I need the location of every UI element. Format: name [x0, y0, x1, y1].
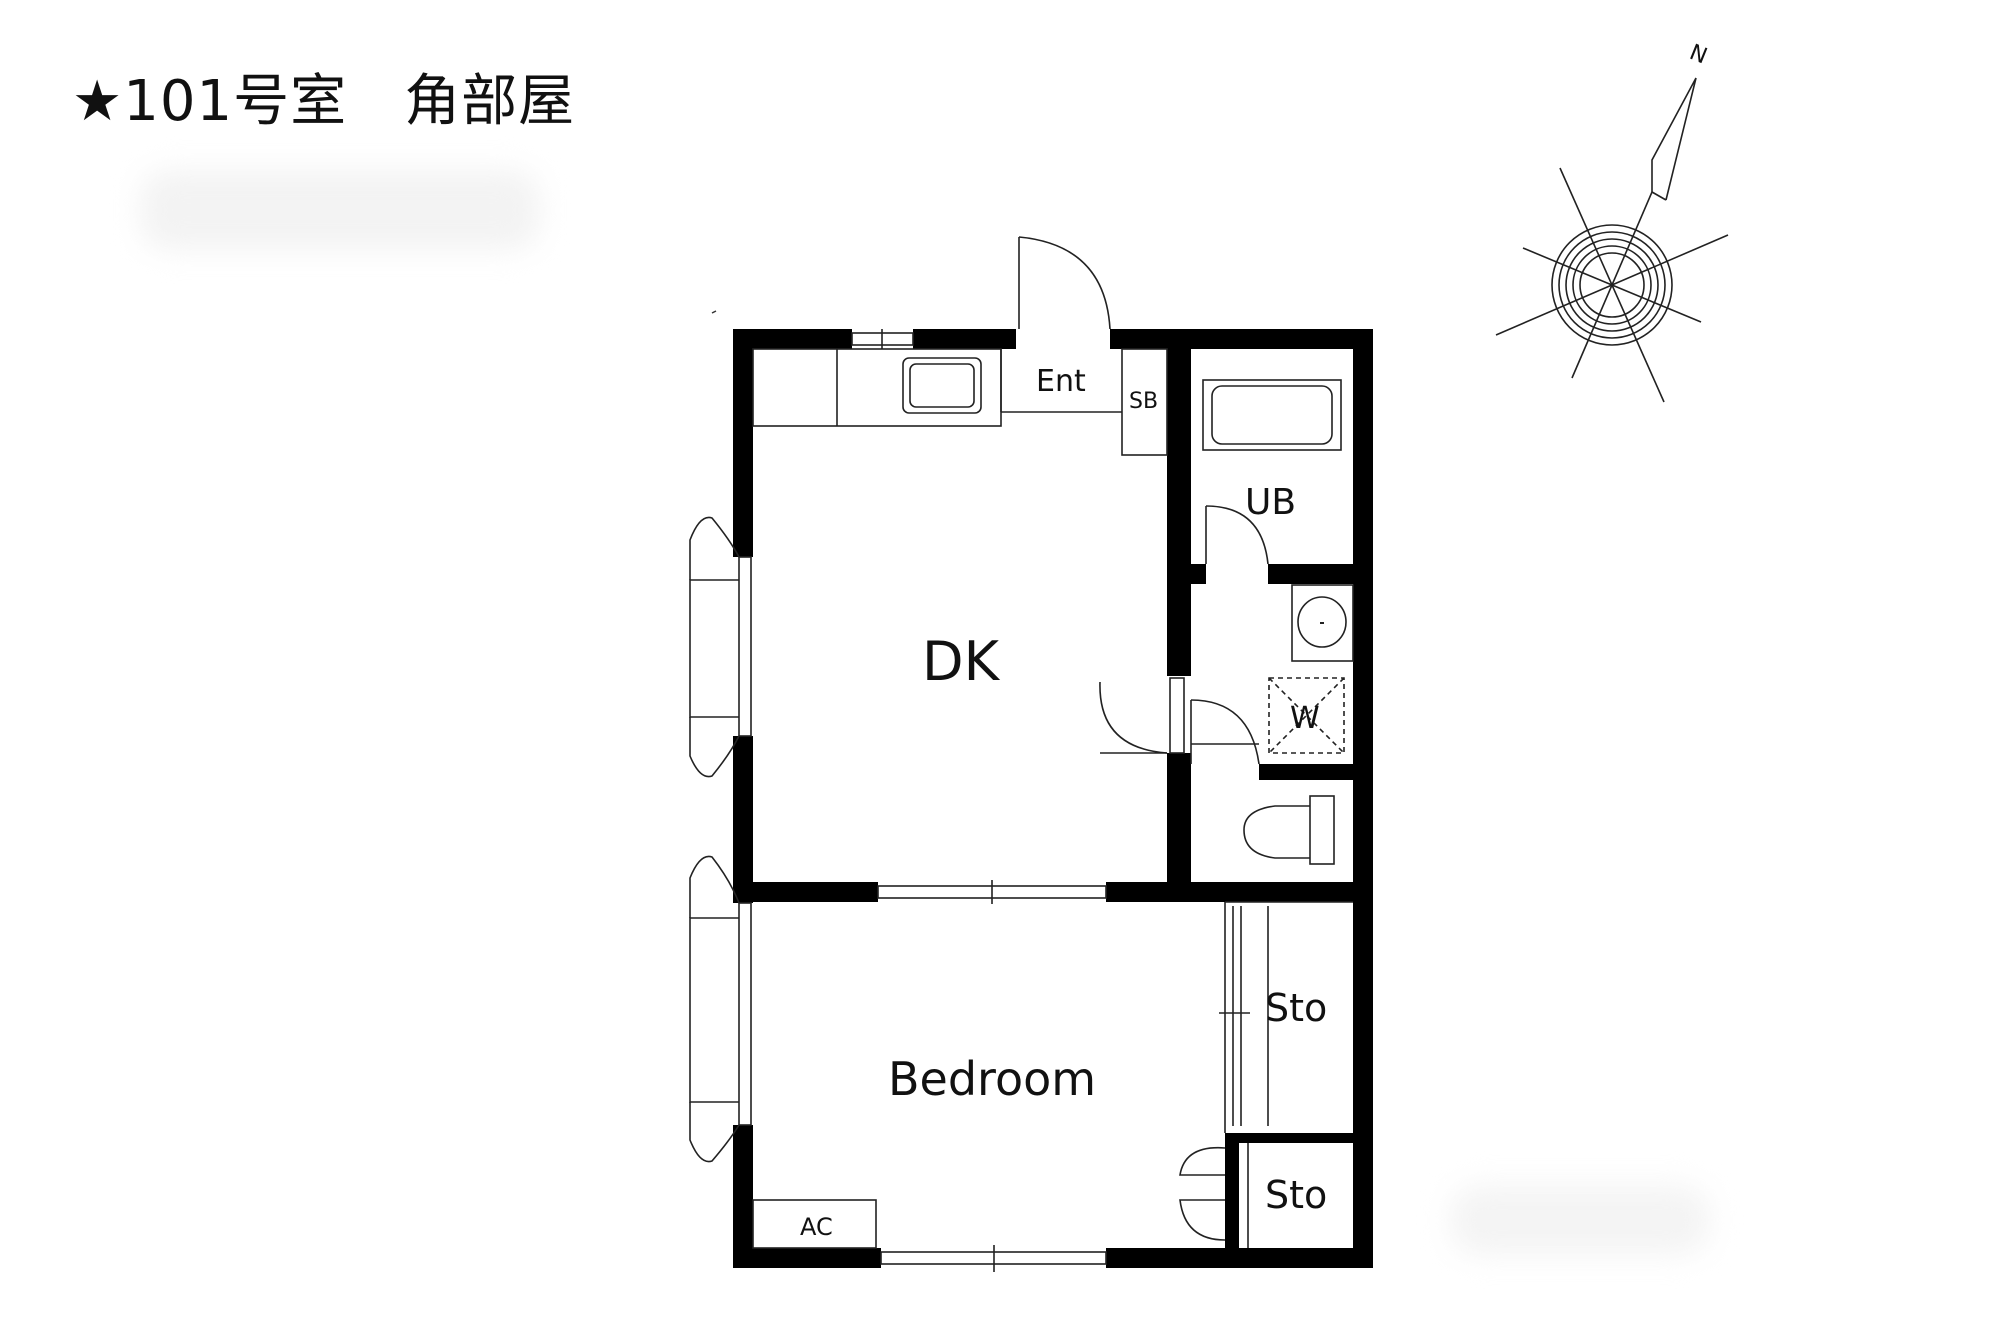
washer-label: W: [1290, 701, 1320, 736]
storage-upper: [1219, 901, 1353, 1133]
windows: [689, 329, 1107, 1272]
entrance-door[interactable]: [1018, 236, 1111, 330]
washroom: [1190, 584, 1354, 765]
storage-lower-label: Sto: [1265, 1173, 1327, 1217]
dining-kitchen-label: DK: [922, 630, 1001, 693]
entrance-area: [1000, 348, 1168, 456]
entrance-label: Ent: [1036, 364, 1086, 399]
shoe-box-label: SB: [1129, 389, 1158, 414]
exterior-walls: [733, 329, 1373, 1268]
bedroom-label: Bedroom: [888, 1052, 1096, 1106]
compass-rose-icon: [1495, 77, 1729, 403]
north-label: N: [1686, 40, 1711, 69]
blurred-overlay: [140, 170, 540, 250]
storage-upper-label: Sto: [1265, 986, 1327, 1030]
storage-lower: [1179, 1143, 1249, 1248]
bath-label: UB: [1245, 482, 1296, 523]
air-conditioner-label: AC: [800, 1213, 833, 1241]
page-title: ★101号室 角部屋: [72, 69, 576, 134]
air-conditioner: [752, 1199, 877, 1249]
washroom-door[interactable]: [1099, 677, 1185, 754]
toilet: [1243, 795, 1335, 865]
unit-bath: [1202, 379, 1342, 565]
blurred-overlay: [1450, 1185, 1710, 1255]
kitchen-counter: [752, 348, 1002, 427]
